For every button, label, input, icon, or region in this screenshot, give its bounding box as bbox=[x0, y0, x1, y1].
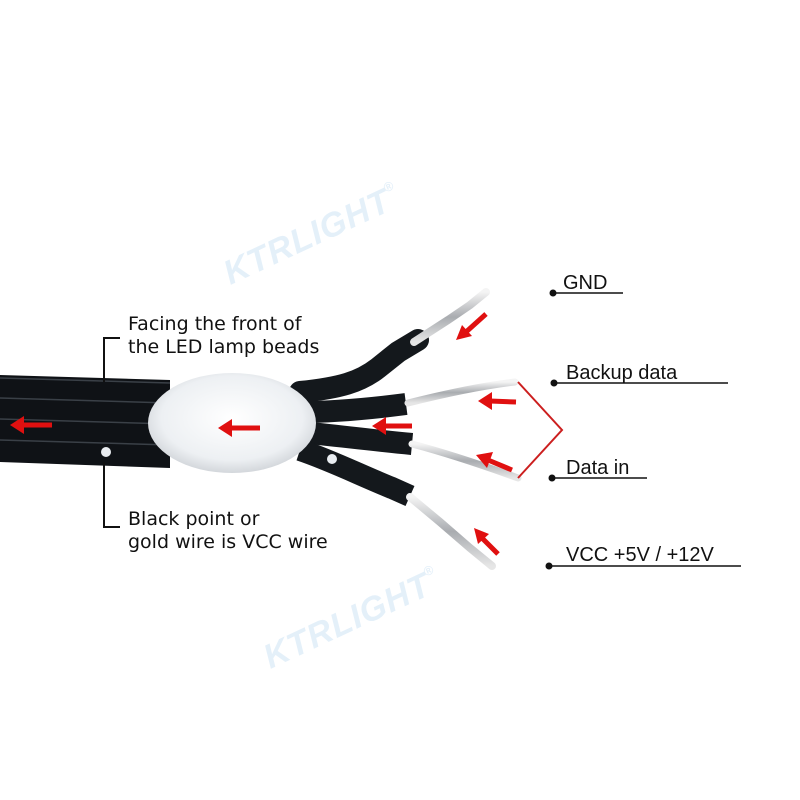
split-wires bbox=[289, 329, 429, 507]
vcc-wire-note: Black point or gold wire is VCC wire bbox=[128, 508, 328, 554]
stripped-conductors bbox=[404, 288, 522, 570]
label-leaders bbox=[545, 289, 741, 570]
vcc-label: VCC +5V / +12V bbox=[566, 544, 714, 566]
arrow-icon bbox=[478, 392, 517, 410]
vcc-marker-dot-split bbox=[327, 454, 337, 464]
signal-direction-arrows bbox=[10, 312, 517, 556]
note-leaders bbox=[103, 337, 120, 528]
arrow-icon bbox=[10, 416, 52, 434]
arrow-icon bbox=[372, 417, 412, 435]
vcc-wire-note-line2: gold wire is VCC wire bbox=[128, 531, 328, 553]
flat-cable bbox=[0, 375, 171, 468]
vcc-wire-note-line1: Black point or bbox=[128, 508, 260, 530]
data-pair-bracket bbox=[517, 381, 564, 479]
front-facing-note: Facing the front of the LED lamp beads bbox=[128, 313, 319, 359]
data-in-label: Data in bbox=[566, 457, 630, 479]
arrow-icon bbox=[218, 419, 260, 437]
gnd-label: GND bbox=[563, 272, 608, 294]
arrow-icon bbox=[474, 528, 500, 556]
front-facing-note-line2: the LED lamp beads bbox=[128, 336, 320, 358]
backup-data-label: Backup data bbox=[566, 362, 678, 384]
arrow-icon bbox=[476, 452, 513, 473]
arrow-icon bbox=[456, 312, 488, 340]
front-facing-note-line1: Facing the front of bbox=[128, 313, 302, 335]
vcc-marker-dot bbox=[101, 447, 111, 457]
